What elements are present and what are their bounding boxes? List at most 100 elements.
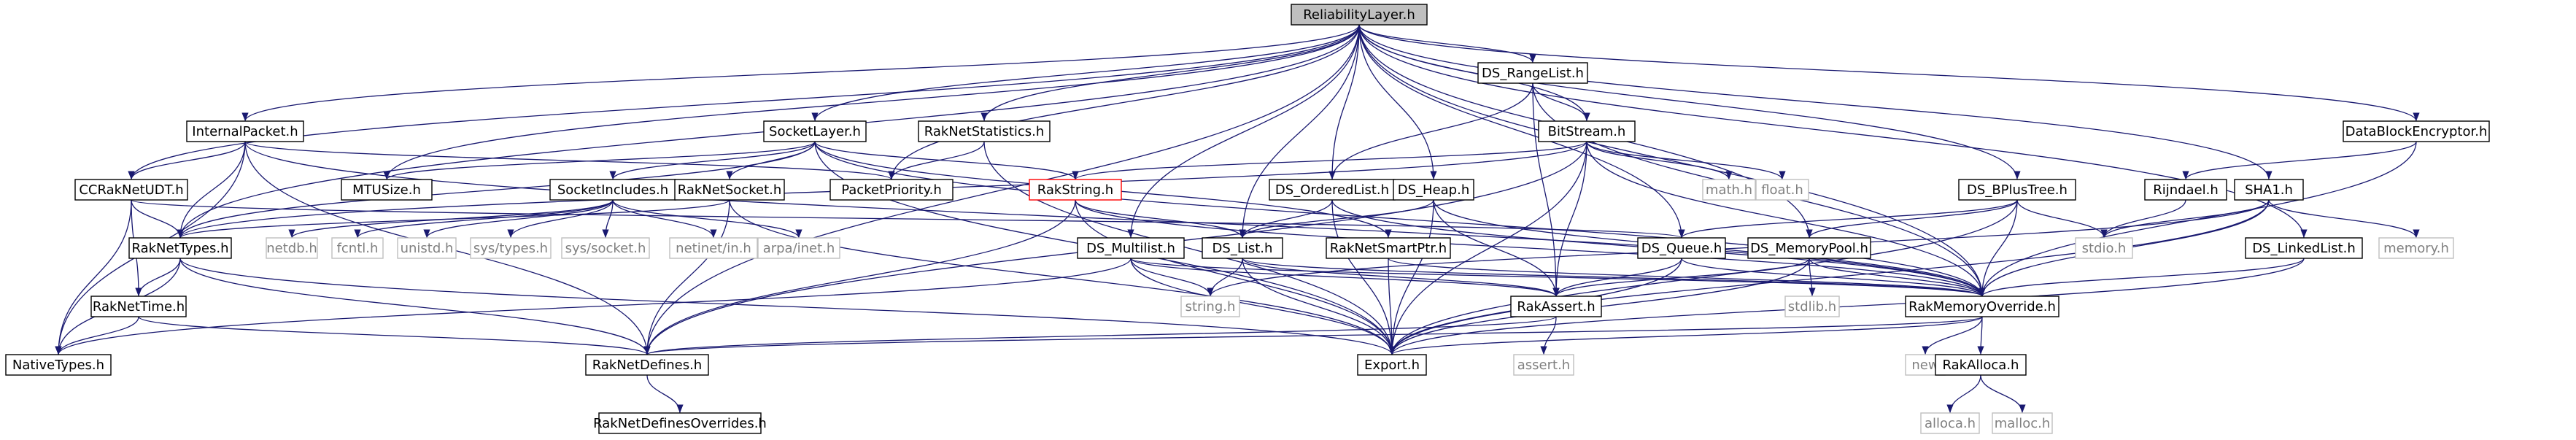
node-ds_list[interactable]: DS_List.h — [1202, 237, 1283, 259]
node-label: DS_Multilist.h — [1086, 241, 1175, 256]
node-label: DS_LinkedList.h — [2252, 241, 2356, 256]
edge-ds_heap-to-ds_list — [1239, 199, 1434, 239]
node-ds_heap[interactable]: DS_Heap.h — [1393, 179, 1474, 201]
node-rijndael[interactable]: Rijndael.h — [2144, 179, 2227, 201]
node-netinetin: netinet/in.h — [669, 237, 758, 259]
node-box — [1029, 179, 1122, 201]
node-label: DS_BPlusTree.h — [1967, 182, 2068, 198]
edge-internalpacket-to-ccraknetudt — [128, 141, 246, 180]
edge-ds_bplustree-to-stdio — [2016, 199, 2108, 239]
edge-ccraknetudt-to-nativetypes — [55, 199, 132, 355]
node-math: math.h — [1702, 179, 1756, 201]
node-box — [2343, 120, 2490, 142]
node-label: RakNetSmartPtr.h — [1330, 241, 1447, 256]
node-ds_queue[interactable]: DS_Queue.h — [1637, 237, 1726, 259]
node-label: SocketLayer.h — [769, 124, 861, 139]
node-socketincludes[interactable]: SocketIncludes.h — [549, 179, 676, 201]
node-label: DS_RangeList.h — [1482, 66, 1584, 81]
edge-ds_bplustree-to-export — [1388, 199, 2018, 355]
node-raknetdefines[interactable]: RakNetDefines.h — [585, 354, 709, 376]
edge-ds_list-to-export — [1242, 258, 1396, 355]
node-label: memory.h — [2383, 241, 2449, 256]
node-box — [918, 120, 1051, 142]
node-box — [2378, 237, 2454, 259]
node-raknetstatistics[interactable]: RakNetStatistics.h — [918, 120, 1051, 142]
node-rakalloca[interactable]: RakAlloca.h — [1935, 354, 2027, 376]
edge-socketlayer-to-raknetsocket — [726, 141, 816, 180]
edge-ds_rangelist-to-rakassert — [1532, 82, 1560, 297]
node-box — [1202, 237, 1283, 259]
node-label: Rijndael.h — [2153, 182, 2219, 198]
node-ds_orderedlist[interactable]: DS_OrderedList.h — [1269, 179, 1396, 201]
node-box — [1477, 62, 1588, 84]
node-label: RakAssert.h — [1517, 299, 1595, 314]
node-label: InternalPacket.h — [192, 124, 298, 139]
edge-raknetstatistics-to-export — [983, 141, 1396, 355]
node-box — [757, 237, 840, 259]
node-ds_multilist[interactable]: DS_Multilist.h — [1077, 237, 1185, 259]
node-label: SocketIncludes.h — [557, 182, 668, 198]
edge-ds_memorypool-to-rakmemoryoverride — [1809, 258, 1986, 297]
edge-internalpacket-to-raknettypes — [177, 141, 246, 239]
edge-datablockencryptor-to-rijndael — [2182, 141, 2417, 180]
edge-ds_list-to-string — [1207, 258, 1243, 297]
node-ds_rangelist[interactable]: DS_RangeList.h — [1477, 62, 1588, 84]
node-box — [669, 237, 758, 259]
edge-socketincludes-to-netinetin — [612, 199, 717, 239]
node-rakstring[interactable]: RakString.h — [1029, 179, 1122, 201]
node-label: RakNetTime.h — [93, 299, 185, 314]
node-socketlayer[interactable]: SocketLayer.h — [763, 120, 867, 142]
node-label: RakNetDefines.h — [592, 358, 702, 373]
edge-reliabilitylayer-to-ccraknetudt — [128, 24, 1360, 180]
node-box — [331, 237, 384, 259]
node-box — [128, 237, 232, 259]
edge-reliabilitylayer-to-datablockencryptor — [1358, 24, 2420, 122]
node-ds_memorypool[interactable]: DS_MemoryPool.h — [1747, 237, 1871, 259]
node-raknettypes[interactable]: RakNetTypes.h — [128, 237, 232, 259]
edge-ds_rangelist-to-bitstream — [1532, 82, 1590, 122]
edge-socketlayer-to-socketincludes — [609, 141, 816, 180]
node-rakmemoryoverride[interactable]: RakMemoryOverride.h — [1905, 296, 2059, 317]
edge-reliabilitylayer-to-sha1 — [1358, 24, 2273, 180]
edge-ds_queue-to-rakmemoryoverride — [1681, 258, 1986, 297]
node-nativetypes[interactable]: NativeTypes.h — [5, 354, 112, 376]
node-ds_bplustree[interactable]: DS_BPlusTree.h — [1958, 179, 2076, 201]
node-string: string.h — [1180, 296, 1240, 317]
node-raknettime[interactable]: RakNetTime.h — [90, 296, 187, 317]
edge-socketincludes-to-systypes — [507, 199, 614, 239]
node-sha1[interactable]: SHA1.h — [2234, 179, 2304, 201]
node-rakassert[interactable]: RakAssert.h — [1510, 296, 1602, 317]
node-export[interactable]: Export.h — [1357, 354, 1427, 376]
node-raknetsocket[interactable]: RakNetSocket.h — [674, 179, 785, 201]
node-packetpriority[interactable]: PacketPriority.h — [829, 179, 954, 201]
node-label: Export.h — [1364, 358, 1420, 373]
node-reliabilitylayer[interactable]: ReliabilityLayer.h — [1291, 4, 1428, 26]
edge-rakstring-to-rakmemoryoverride — [1075, 199, 1986, 297]
node-label: arpa/inet.h — [763, 241, 835, 256]
edge-reliabilitylayer-to-socketlayer — [811, 24, 1360, 122]
node-new: new — [1905, 354, 1946, 376]
node-box — [90, 296, 187, 317]
node-box — [341, 179, 433, 201]
node-ds_linkedlist[interactable]: DS_LinkedList.h — [2245, 237, 2363, 259]
node-label: unistd.h — [401, 241, 454, 256]
node-raknetsmartptr[interactable]: RakNetSmartPtr.h — [1326, 237, 1451, 259]
node-stdlib: stdlib.h — [1784, 296, 1840, 317]
node-mtusize[interactable]: MTUSize.h — [341, 179, 433, 201]
node-label: sys/socket.h — [565, 241, 646, 256]
edge-ds_list-to-rakmemoryoverride — [1242, 258, 1986, 297]
node-datablockencryptor[interactable]: DataBlockEncryptor.h — [2343, 120, 2490, 142]
node-bitstream[interactable]: BitStream.h — [1538, 120, 1636, 142]
edge-ds_bplustree-to-rakmemoryoverride — [1979, 199, 2018, 297]
node-internalpacket[interactable]: InternalPacket.h — [186, 120, 304, 142]
node-label: sys/types.h — [473, 241, 548, 256]
edge-ds_multilist-to-rakassert — [1130, 258, 1560, 297]
node-label: RakMemoryOverride.h — [1908, 299, 2056, 314]
edge-reliabilitylayer-to-internalpacket — [241, 24, 1360, 122]
node-ccraknetudt[interactable]: CCRakNetUDT.h — [74, 179, 188, 201]
edge-ds_multilist-to-export — [1130, 258, 1396, 355]
edge-ds_linkedlist-to-export — [1388, 258, 2305, 355]
node-label: netinet/in.h — [676, 241, 751, 256]
edge-raknettypes-to-raknettime — [135, 258, 181, 297]
node-raknetdefinesoverrides[interactable]: RakNetDefinesOverrides.h — [593, 412, 767, 434]
